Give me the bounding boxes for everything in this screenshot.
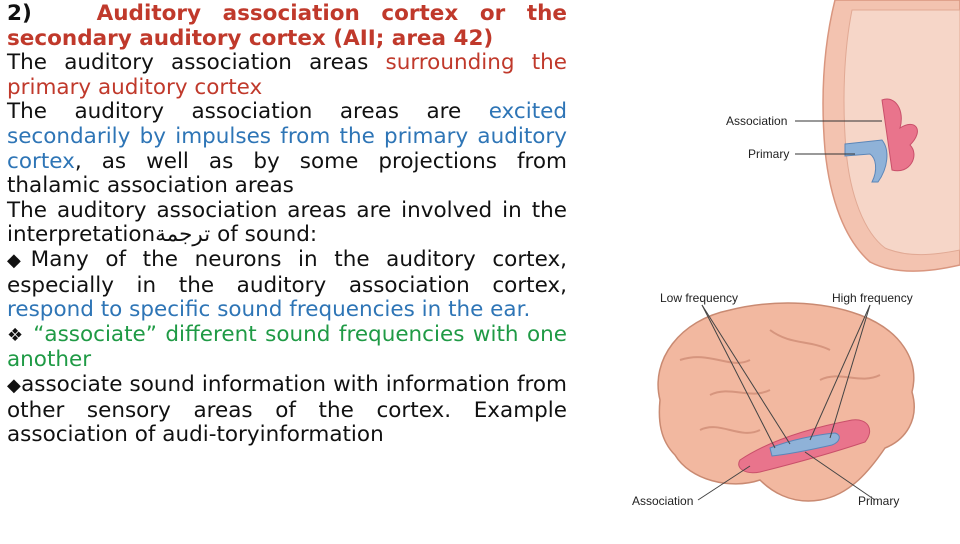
text-black: associate sound information with informa… <box>7 371 568 448</box>
four-diamond-bullet-icon: ❖ <box>7 324 25 346</box>
label-low-frequency: Low frequency <box>660 291 738 305</box>
paragraph-sensory: ◆associate sound information with inform… <box>7 371 568 448</box>
heading-subtitle: secondary auditory cortex (AII; area 42) <box>7 25 494 51</box>
diamond-bullet-icon: ◆ <box>7 249 31 271</box>
text-blue: respond to specific sound frequencies in… <box>7 297 531 323</box>
brain-illustration: Association Primary Low frequency High f… <box>632 0 960 508</box>
label-association-top: Association <box>726 114 787 128</box>
slide-text: 2) Auditory association cortex or the se… <box>7 1 568 448</box>
heading: 2) Auditory association cortex or the <box>7 1 567 27</box>
arabic-word: ترجمة <box>155 222 211 248</box>
text-red: surrounding the primary auditory cortex <box>7 50 567 100</box>
brain-cross-section: Association Primary <box>726 0 960 272</box>
text-black: The auditory association areas are <box>7 99 489 125</box>
auditory-cortex-figure: Association Primary Low frequency High f… <box>620 0 960 540</box>
text-black: The auditory association areas <box>7 50 386 76</box>
diamond-bullet-icon: ◆ <box>7 374 22 396</box>
paragraph-associate: ❖ “associate” different sound frequencie… <box>7 321 567 373</box>
paragraph-excited: The auditory association areas are excit… <box>7 100 567 198</box>
paragraph-interpretation: The auditory association areas are invol… <box>7 197 567 248</box>
paragraph-surrounding: The auditory association areas surroundi… <box>7 50 567 100</box>
text-black: The auditory association areas are invol… <box>7 197 567 248</box>
brain-lateral-view: Low frequency High frequency Association… <box>632 291 915 508</box>
heading-title: Auditory association cortex or the <box>96 1 567 26</box>
label-primary-top: Primary <box>748 147 789 161</box>
text-black: , as well as by some projections from th… <box>7 148 567 199</box>
label-primary-bottom: Primary <box>858 494 899 508</box>
paragraph-frequencies: ◆Many of the neurons in the auditory cor… <box>7 246 568 323</box>
label-high-frequency: High frequency <box>832 291 913 305</box>
text-black: of sound: <box>210 222 318 248</box>
label-association-bottom: Association <box>632 494 693 508</box>
heading-number: 2) <box>7 1 32 26</box>
text-black: Many of the neurons in the auditory cort… <box>7 246 568 298</box>
text-blue: excited secondarily by impulses from the… <box>7 99 567 174</box>
text-green: “associate” different sound frequencies … <box>7 321 567 373</box>
